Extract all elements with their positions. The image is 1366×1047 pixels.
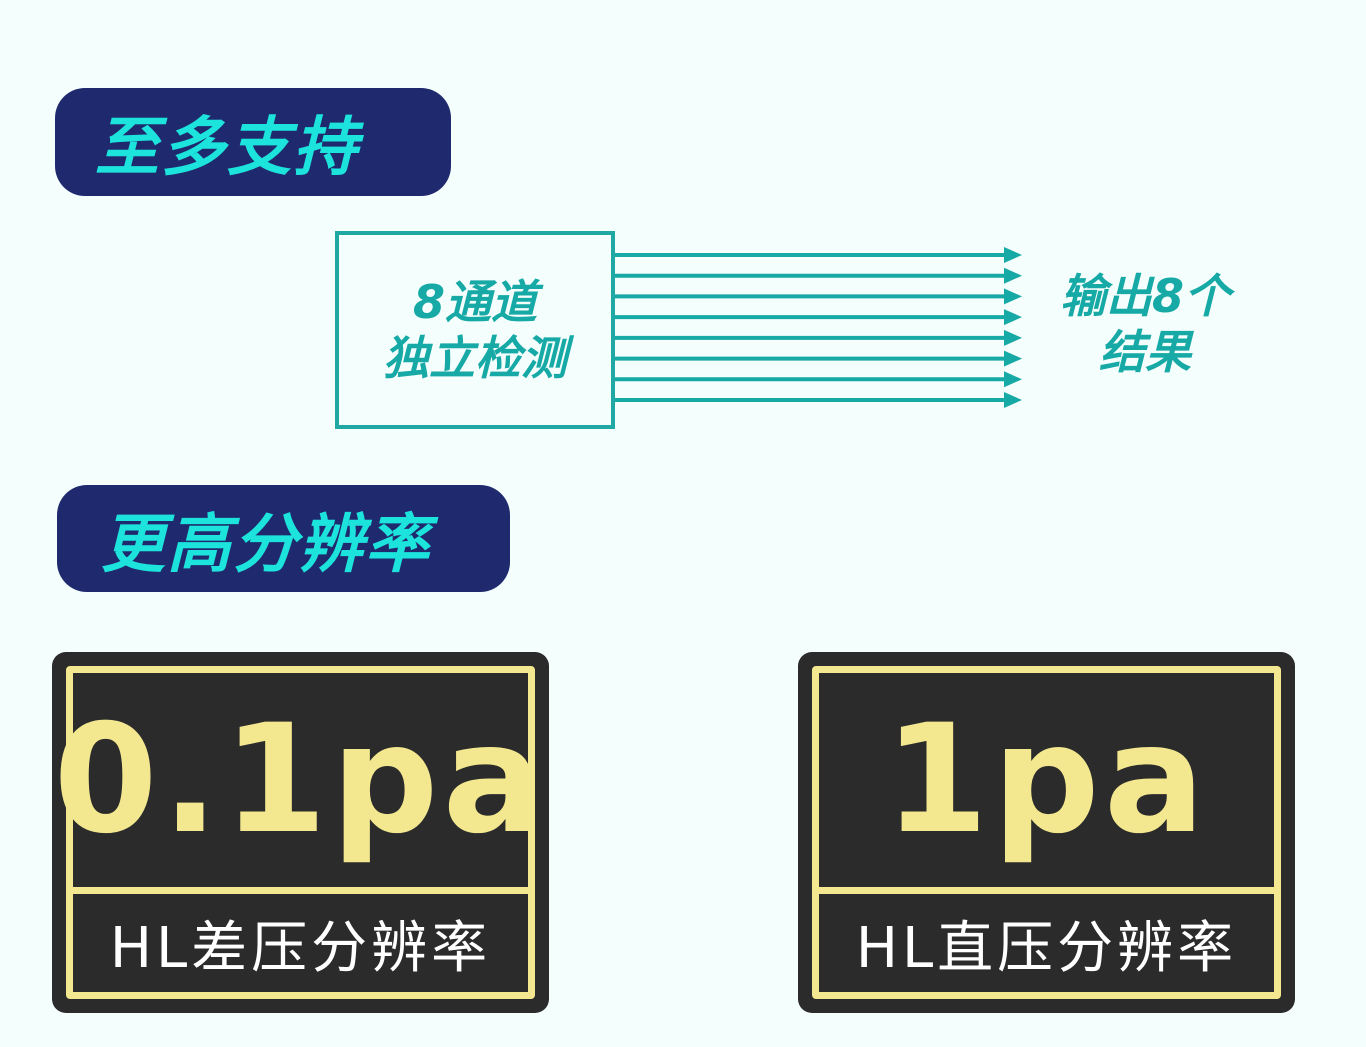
channel-arrow [615,247,1022,263]
input-box-line-1: 8通道 [412,275,537,329]
panel-divider [73,887,528,894]
channel-arrow [615,350,1022,367]
resolution-panel-direct: 1pa HL直压分辨率 [798,652,1295,1013]
channel-arrow [615,288,1022,305]
section-title: 至多支持 [95,111,359,185]
output-label: 输出8个 结果 [1030,268,1260,380]
section-title-pill: 更高分辨率 [57,485,510,592]
resolution-panel-differential: 0.1pa HL差压分辨率 [52,652,549,1013]
output-line-1: 输出8个 [1059,269,1230,323]
input-box-line-2: 独立检测 [383,331,567,385]
panel-divider [819,887,1274,894]
channel-arrow [615,371,1022,388]
resolution-value: 0.1pa [53,693,548,867]
section-title-pill: 至多支持 [55,88,451,196]
channel-arrow [615,267,1022,284]
channel-arrow [615,392,1022,408]
resolution-label: HL直压分辨率 [855,915,1238,981]
channel-arrow [615,329,1022,346]
channel-arrow [615,309,1022,326]
panel-frame: 0.1pa HL差压分辨率 [53,666,548,999]
panel-frame: 1pa HL直压分辨率 [812,666,1281,999]
resolution-value: 1pa [884,693,1209,867]
output-line-2: 结果 [1099,325,1191,379]
channel-input-box: 8通道 独立检测 [335,231,615,429]
resolution-label: HL差压分辨率 [109,915,492,981]
section-title: 更高分辨率 [101,507,431,582]
